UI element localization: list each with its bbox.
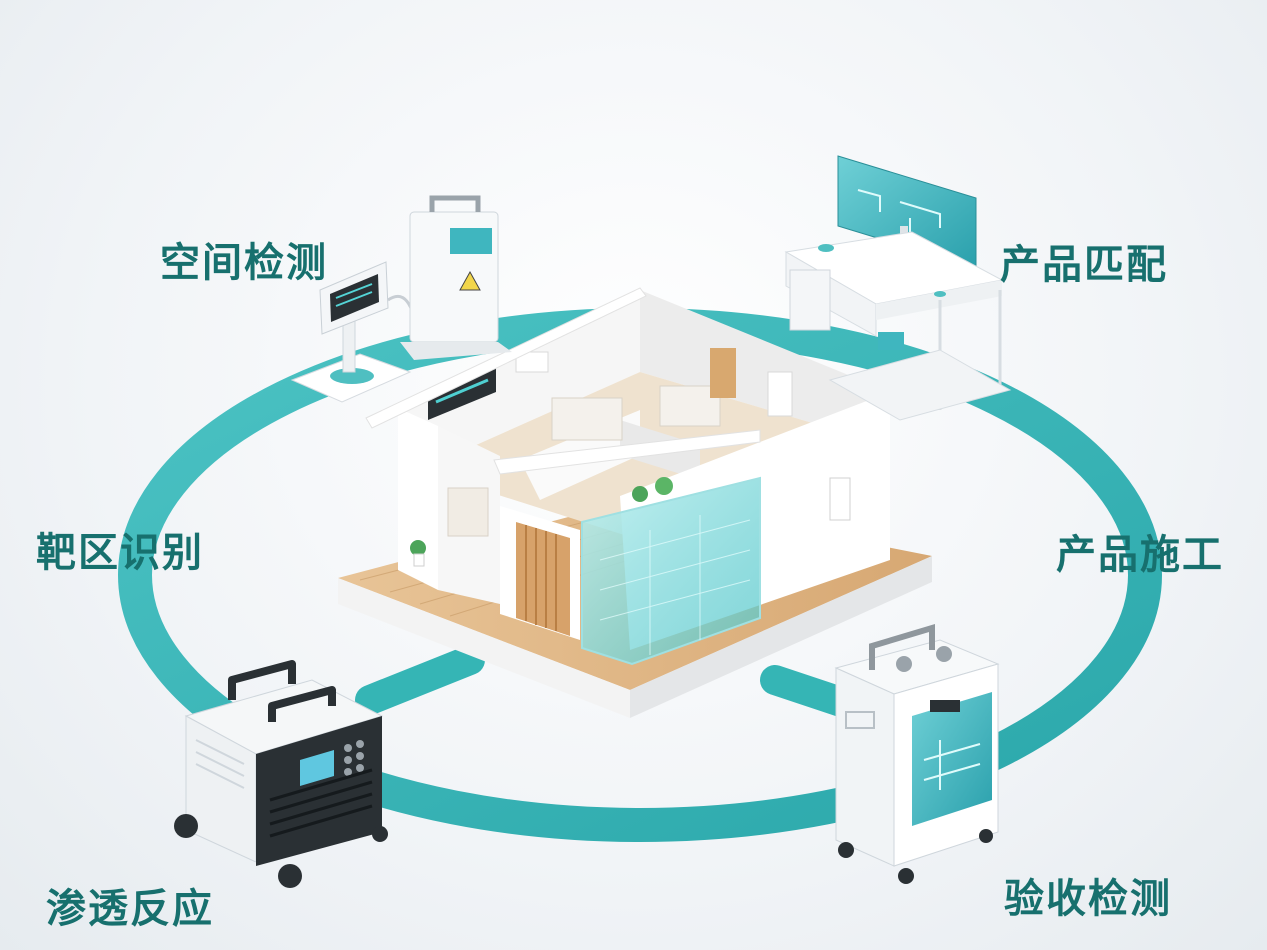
- ring-connector-left: [355, 645, 485, 715]
- step-label-acceptance-inspection: 验收检测: [1004, 876, 1172, 922]
- acceptance-cart-icon: [834, 623, 1000, 884]
- step-label-product-matching: 产品匹配: [1000, 242, 1168, 288]
- step-label-product-construction: 产品施工: [1056, 532, 1224, 578]
- house-cutaway-icon: [338, 287, 932, 718]
- monitor-workstation-icon: [784, 155, 1012, 421]
- wood-slats: [516, 522, 570, 636]
- detector-station-icon: [290, 195, 512, 403]
- spray-machine-icon: [174, 660, 388, 888]
- step-label-space-detection: 空间检测: [160, 240, 328, 286]
- step-label-penetration-reaction: 渗透反应: [46, 886, 214, 932]
- step-label-target-identification: 靶区识别: [36, 530, 204, 576]
